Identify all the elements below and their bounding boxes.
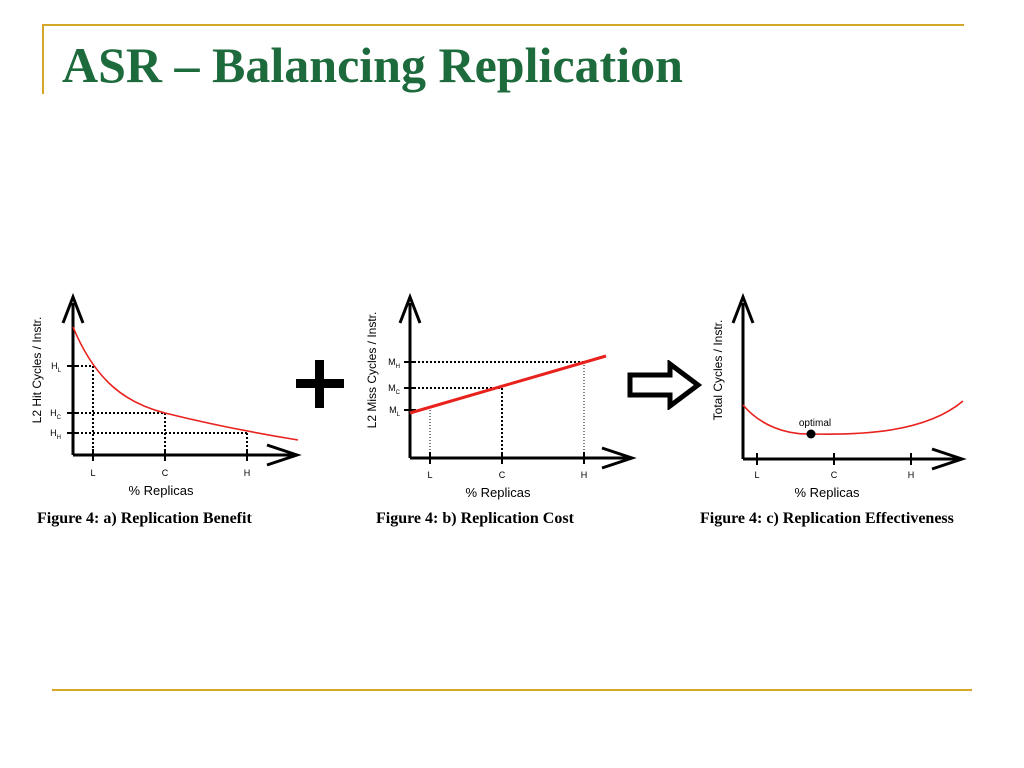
- effectiveness-y-axis-title: Total Cycles / Instr.: [711, 320, 725, 421]
- benefit-x-tick-label: H: [244, 468, 251, 478]
- bottom-rule: [52, 689, 972, 691]
- cost-plot: L2 Miss Cycles / Instr. MH MC ML L C H %…: [365, 292, 637, 500]
- benefit-plot: L2 Hit Cycles / Instr. HL HC HH L C H % …: [30, 292, 302, 498]
- benefit-x-tick-label: C: [162, 468, 169, 478]
- effectiveness-caption: Figure 4: c) Replication Effectiveness: [700, 510, 954, 527]
- effectiveness-curve: [742, 400, 964, 435]
- cost-line: [409, 354, 607, 415]
- slide-title: ASR – Balancing Replication: [62, 37, 683, 93]
- benefit-x-axis-title: % Replicas: [128, 483, 194, 498]
- cost-y-arrowhead: [398, 292, 422, 324]
- hollow-right-arrow-icon: [627, 360, 703, 410]
- benefit-y-tick-label: HH: [50, 428, 61, 441]
- figure-replication-benefit: L2 Hit Cycles / Instr. HL HC HH L C H % …: [25, 285, 310, 505]
- benefit-y-arrowhead: [61, 292, 85, 324]
- effectiveness-x-axis-title: % Replicas: [794, 485, 860, 500]
- benefit-caption: Figure 4: a) Replication Benefit: [37, 510, 252, 527]
- figure-replication-cost: L2 Miss Cycles / Instr. MH MC ML L C H %…: [360, 285, 645, 505]
- effectiveness-x-tick-label: L: [754, 470, 759, 480]
- plus-icon: [296, 360, 344, 408]
- effectiveness-x-tick-label: H: [908, 470, 915, 480]
- benefit-y-axis-title: L2 Hit Cycles / Instr.: [30, 317, 44, 424]
- effectiveness-x-tick-label: C: [831, 470, 838, 480]
- effectiveness-x-arrowhead: [931, 447, 967, 471]
- cost-x-tick-label: L: [427, 470, 432, 480]
- cost-caption: Figure 4: b) Replication Cost: [376, 510, 574, 527]
- optimal-label: optimal: [799, 418, 831, 429]
- cost-y-tick-label: MH: [388, 357, 400, 370]
- left-rule: [42, 24, 44, 94]
- optimal-point: [806, 429, 816, 439]
- effectiveness-plot: Total Cycles / Instr. L C H % Replicas o…: [711, 292, 967, 500]
- figure-replication-effectiveness: Total Cycles / Instr. L C H % Replicas o…: [700, 285, 985, 505]
- cost-y-axis-title: L2 Miss Cycles / Instr.: [365, 312, 379, 429]
- cost-x-tick-label: C: [499, 470, 506, 480]
- cost-x-arrowhead: [601, 446, 637, 470]
- effectiveness-y-arrowhead: [731, 292, 755, 324]
- benefit-x-tick-label: L: [90, 468, 95, 478]
- top-rule: [43, 24, 964, 26]
- cost-x-axis-title: % Replicas: [465, 485, 531, 500]
- cost-x-tick-label: H: [581, 470, 588, 480]
- benefit-y-tick-label: HL: [51, 361, 62, 374]
- benefit-x-arrowhead: [266, 443, 302, 467]
- benefit-y-tick-label: HC: [50, 408, 62, 421]
- benefit-curve: [72, 326, 299, 441]
- cost-y-tick-label: MC: [388, 383, 401, 396]
- cost-y-tick-label: ML: [389, 405, 401, 418]
